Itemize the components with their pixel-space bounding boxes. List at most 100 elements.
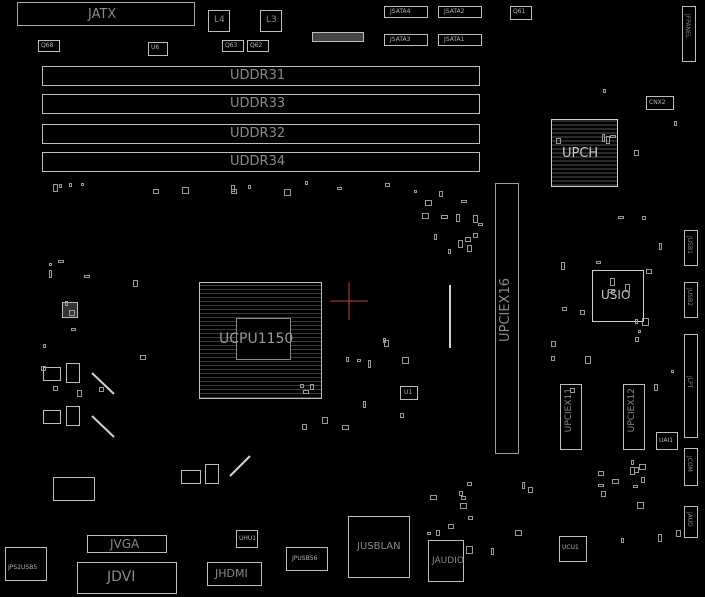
smd-pad [40,365,46,371]
smd-pad [478,223,484,227]
smd-pad [363,400,367,408]
smd-pad [514,529,522,536]
com-header [684,448,698,486]
l3-label: L3 [266,15,277,25]
smd-pad [427,531,432,535]
smd-pad [556,138,562,145]
lpt-header [684,334,698,438]
smd-pad [609,277,615,286]
q61-chip [510,6,532,20]
crosshair-marker [330,282,368,320]
smd-pad [132,280,138,288]
smd-pad [425,199,433,206]
smd-pad [618,215,625,219]
dvi-label: JDVI [107,569,136,585]
sata3-label: JSATA3 [390,36,411,43]
smd-pad [605,135,610,144]
smd-pad [58,184,62,189]
uhu1-chip [236,530,258,548]
usb56-connector [286,547,328,571]
smd-pad [654,383,659,391]
q63-chip [222,40,244,52]
smd-pad [435,529,440,536]
audio-connector [428,540,464,582]
smd-pad [638,464,646,471]
smd-pad [77,390,83,398]
q68-label: Q68 [41,42,54,49]
smd-pad [58,260,65,264]
vrm-mosfet-a [43,367,61,381]
smd-pad [413,189,417,193]
smd-pad [601,491,607,498]
smd-pad [422,213,430,220]
aud-header [684,506,698,538]
atx-label: JATX [88,7,117,22]
vrm-mosfet-d [66,406,80,426]
superio-chip [592,270,644,322]
smd-pad [53,385,59,391]
smd-pad [455,213,460,222]
sata-connector-2 [438,6,482,18]
sata-connector-4 [384,6,428,18]
uai1-chip [656,432,678,450]
smd-pad [322,417,329,425]
smd-pad [634,149,640,156]
smd-pad [68,183,72,188]
smd-pad [595,261,601,265]
front-panel-header [682,6,696,62]
dimm1-label: UDDR31 [230,68,286,83]
hdmi-label: JHDMI [215,567,248,580]
smd-pad [303,389,310,394]
dvi-connector [77,562,177,594]
smd-pad [231,188,238,194]
usb-lan-label: JUSBLAN [357,541,401,552]
smd-pad [635,337,640,343]
smd-pad [579,310,585,315]
smd-pad [528,487,534,494]
dimm-slot-2 [42,94,480,114]
smd-pad [641,477,646,484]
smd-pad [461,496,467,501]
inductor-l4 [208,10,230,32]
smd-pad [633,484,639,488]
smd-pad [310,383,315,390]
dimm3-label: UDDR32 [230,126,286,141]
smd-pad [641,216,646,221]
smd-pad [634,467,640,474]
u1-label: U1 [404,389,413,396]
dimm4-label: UDDR34 [230,154,286,169]
sata4-label: JSATA4 [390,8,411,15]
smd-pad [99,386,105,392]
cpu-label: UCPU1150 [219,331,294,347]
l4-label: L4 [214,15,225,25]
smd-pad [466,482,472,487]
smd-pad [460,503,468,510]
smd-pad [603,88,607,93]
smd-pad [472,233,478,239]
smd-pad [637,329,641,333]
smd-pad [458,491,463,497]
smd-pad [43,344,47,349]
usb2-label: JUSB2 [686,288,693,306]
power-connector [53,477,95,501]
smd-pad [550,341,556,348]
usb56-label: JPUSB56 [292,555,318,562]
vga-connector [87,535,167,553]
smd-pad [305,180,309,185]
smd-pad [671,370,675,374]
u1-chip [400,386,418,400]
pcie-x16-slot [495,183,519,454]
vrm-mosfet-e [181,470,201,484]
ps2-usb-label: JPS2USB5 [8,564,38,571]
smd-pad [490,547,494,555]
smd-pad [300,384,304,389]
smd-pad [657,533,662,542]
usb-lan-connector [348,516,410,578]
u6-label: U6 [151,44,160,51]
smd-pad [433,234,437,241]
u6-chip [148,42,168,56]
usb2-header [684,282,698,318]
ucu1-chip [559,536,587,562]
